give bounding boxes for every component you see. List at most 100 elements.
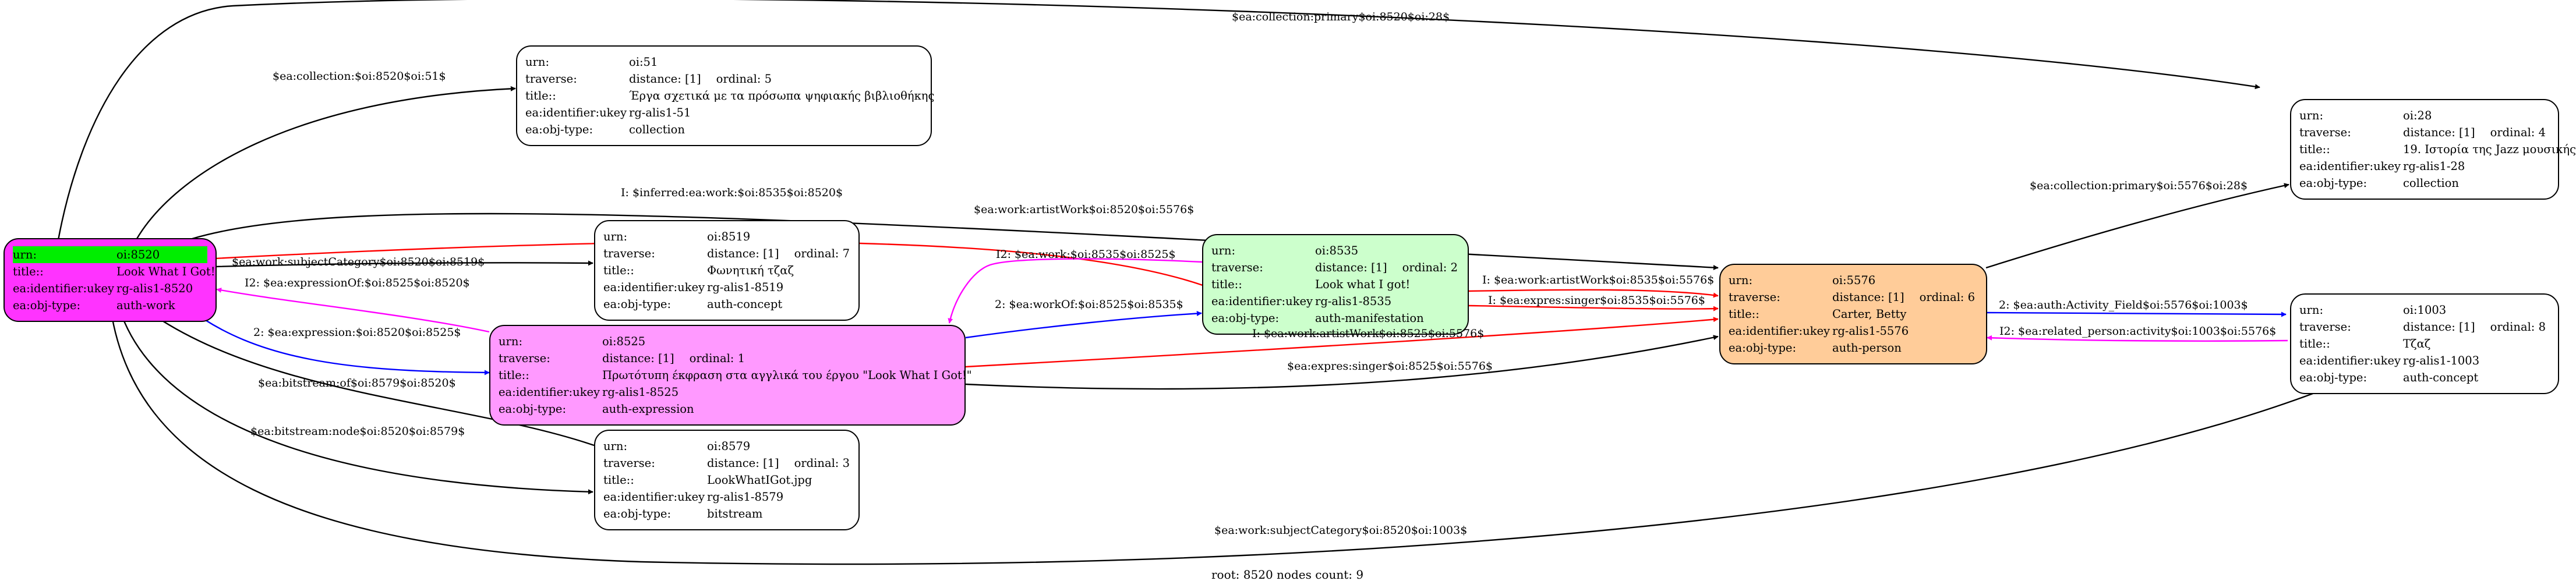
node-row-objtype: ea:obj-type: auth-work [13,297,207,314]
field-value: Look what I got! [1315,278,1411,291]
node-row-urn: urn:oi:8525 [499,333,956,350]
edge-label: 2: $ea:workOf:$oi:8525$oi:8535$ [995,298,1183,311]
edge-label: I2: $ea:work:$oi:8535$oi:8525$ [996,248,1176,261]
node-row-traverse: traverse:distance: [1]ordinal: 6 [1729,289,1978,306]
node-row-urn: urn:oi:51 [525,54,923,70]
node-row-title: title::Carter, Betty [1729,306,1978,323]
field-value: Τζαζ [2403,337,2431,350]
edge-8525-8520-expressionof [216,288,490,333]
edge-label: $ea:bitstream:node$oi:8520$oi:8579$ [250,425,465,438]
field-key: ea:identifier:ukey [499,385,600,399]
node-row-objtype: ea:obj-type: auth-concept [603,296,850,313]
field-value: Φωνητική τζαζ [707,264,794,277]
node-5576[interactable]: urn:oi:5576 traverse:distance: [1]ordina… [1719,264,1987,364]
field-value-ordinal: ordinal: 1 [689,352,745,365]
field-key: ea:obj-type: [13,299,81,312]
edge-5576-28-primary [1985,183,2289,269]
node-row-traverse: traverse:distance: [1]ordinal: 5 [525,70,923,87]
edge-label: I: $ea:work:artistWork$oi:8525$oi:5576$ [1252,327,1485,340]
edge-label: 2: $ea:expression:$oi:8520$oi:8525$ [253,326,461,339]
node-root-8520[interactable]: urn:oi:8520 title::Look What I Got! ea:i… [3,238,217,322]
field-key: traverse: [2299,126,2351,139]
node-row-objtype: ea:obj-type: auth-manifestation [1211,310,1460,327]
edge-label: I: $inferred:ea:work:$oi:8535$oi:8520$ [621,186,843,199]
field-value: collection [629,123,685,136]
edge-1003-5576-related [1987,335,2288,342]
edge-label: $ea:collection:primary$oi:8520$oi:28$ [1232,10,1450,23]
field-key: ea:identifier:ukey [13,282,114,295]
edge-label: $ea:work:subjectCategory$oi:8520$oi:8519… [232,256,485,268]
field-key: title:: [603,264,634,277]
edge-label: $ea:expres:singer$oi:8525$oi:5576$ [1287,360,1493,373]
node-8525[interactable]: urn:oi:8525 traverse:distance: [1]ordina… [489,325,972,426]
field-key: ea:obj-type: [603,297,672,311]
field-value: rg-alis1-8525 [602,385,679,399]
field-key: ea:identifier:ukey [1211,295,1313,308]
field-value: rg-alis1-51 [629,106,691,119]
field-value: distance: [1] [1315,261,1387,274]
edge-label: 2: $ea:auth:Activity_Field$oi:5576$oi:10… [1999,299,2248,311]
field-value: auth-work [116,299,175,312]
edge-8535-5576-singer [1468,304,1719,311]
node-row-traverse: traverse:distance: [1]ordinal: 4 [2299,124,2550,141]
field-key: title:: [499,369,529,382]
field-key: title:: [1211,278,1242,291]
field-key: title:: [525,89,556,102]
node-8535[interactable]: urn:oi:8535 traverse:distance: [1]ordina… [1202,234,1469,335]
field-value: bitstream [707,507,763,520]
field-key: ea:obj-type: [499,402,567,416]
field-value: rg-alis1-8579 [707,490,784,504]
field-value: distance: [1] [602,352,674,365]
field-key: traverse: [2299,320,2351,334]
node-row-traverse: traverse:distance: [1]ordinal: 3 [603,455,850,472]
field-value: oi:1003 [2403,303,2447,317]
node-8579[interactable]: urn: oi:8579 traverse:distance: [1]ordina… [594,430,860,530]
edge-label: $ea:work:subjectCategory$oi:8520$oi:1003… [1214,524,1468,537]
node-51[interactable]: urn:oi:51 traverse:distance: [1]ordinal:… [516,45,935,146]
field-value: rg-alis1-8520 [116,282,193,295]
field-value-ordinal: ordinal: 6 [1919,291,1975,304]
field-value: auth-concept [707,297,783,311]
node-1003[interactable]: urn: oi:1003 traverse:distance: [1]ordina… [2290,293,2559,394]
node-row-urn: urn:oi:8520 [13,246,207,263]
field-value: rg-alis1-1003 [2403,354,2480,367]
node-8519[interactable]: urn:oi:8519 traverse:distance: [1]ordina… [594,220,860,321]
field-value: 19. Ιστορία της Jazz μουσικής [2403,143,2576,156]
field-key: urn: [1729,274,1753,287]
node-row-title: title::Look What I Got! [13,263,215,280]
edge-label: $ea:bitstream:of$oi:8579$oi:8520$ [258,377,456,389]
field-value-ordinal: ordinal: 2 [1402,261,1458,274]
node-row-urn: urn:oi:5576 [1729,272,1978,289]
node-28[interactable]: urn:oi:28 traverse:distance: [1]ordinal:… [2290,99,2576,200]
edge-label: I2: $ea:related_person:activity$oi:1003$… [1999,325,2277,338]
field-value: auth-manifestation [1315,311,1424,325]
field-value: rg-alis1-5576 [1832,324,1909,338]
field-key: urn: [2299,109,2324,122]
node-row-urn: urn: oi:8579 [603,438,850,455]
field-value: Έργα σχετικά με τα πρόσωπα ψηφιακής βιβλ… [629,89,935,102]
edge-8520-8519 [215,260,593,268]
field-key: traverse: [1211,261,1263,274]
field-key: ea:identifier:ukey [2299,160,2401,173]
edge-8535-8525-work [948,258,1203,324]
edge-8525-5576-artistwork [965,317,1719,368]
field-value: distance: [1] [707,456,779,470]
node-row-urn: urn:oi:8519 [603,228,850,245]
field-key: ea:obj-type: [2299,371,2367,384]
field-key: urn: [2299,303,2324,317]
field-key: ea:obj-type: [1211,311,1280,325]
field-key: title:: [1729,307,1759,321]
field-key: urn: [603,440,628,453]
node-row-title: title::Φωνητική τζαζ [603,262,850,279]
node-row-traverse: traverse:distance: [1]ordinal: 8 [2299,318,2550,335]
field-key: ea:identifier:ukey [603,281,705,294]
node-row-objtype: ea:obj-type:auth-expression [499,401,956,417]
field-key: ea:identifier:ukey [2299,354,2401,367]
node-row-traverse: traverse:distance: [1]ordinal: 1 [499,350,956,367]
field-value: oi:8579 [707,440,751,453]
field-value: oi:51 [629,55,658,69]
